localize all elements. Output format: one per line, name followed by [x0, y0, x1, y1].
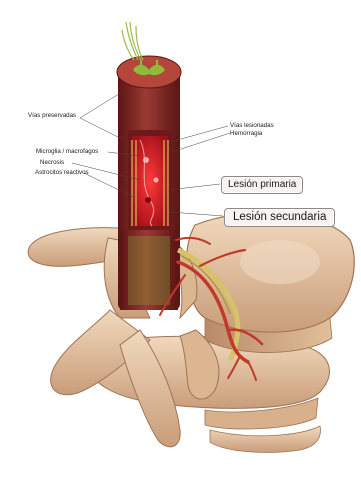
vertebral-body	[186, 213, 354, 353]
label-astrocitos: Astrocitos reactivos	[35, 170, 89, 176]
label-necrosis: Necrosis	[40, 160, 64, 166]
callout-lesion-primaria: Lesión primaria	[221, 176, 303, 194]
spinal-cord	[117, 56, 181, 310]
spinous-process	[51, 310, 219, 447]
label-microglia: Microglia / macrofagos	[36, 149, 98, 155]
callout-lesion-secundaria: Lesión secundaria	[224, 208, 335, 227]
nerve-rootlets	[122, 22, 143, 60]
label-vias-lesionadas: Vías lesionadas	[230, 123, 274, 129]
label-vias-preservadas: Vías preservadas	[28, 113, 76, 119]
label-hemorragia: Hemorragia	[230, 131, 262, 137]
